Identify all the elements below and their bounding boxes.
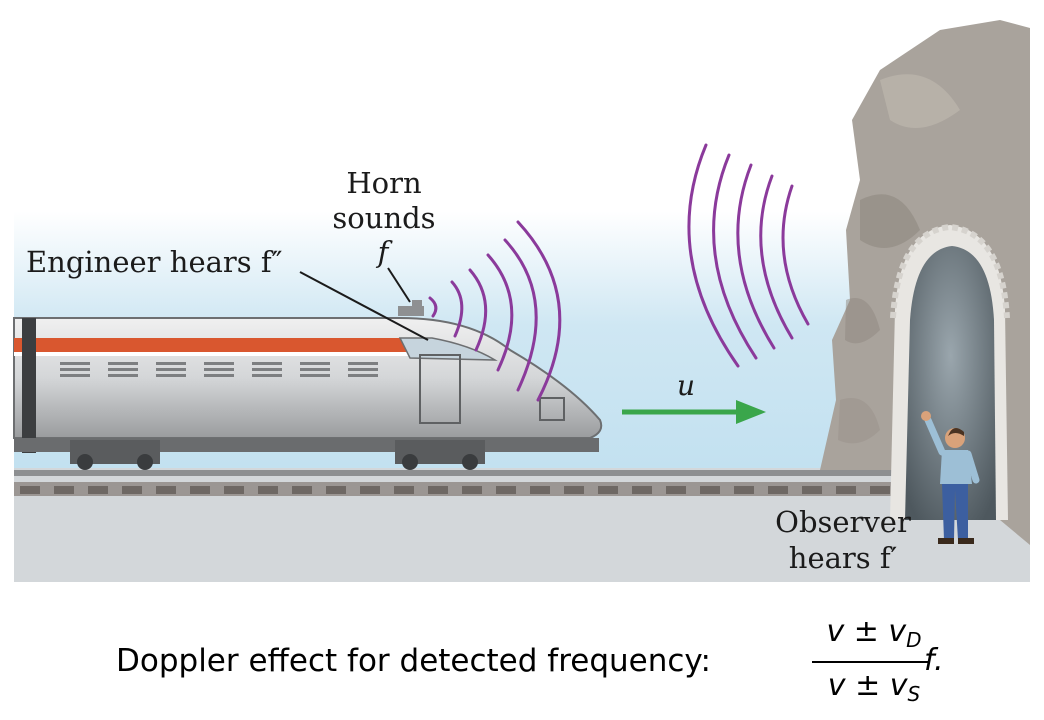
label-observer-hears: hears f′ (789, 541, 897, 575)
label-engineer-hears: Engineer hears f″ (26, 245, 283, 279)
track-tie (258, 486, 278, 494)
track-tie (802, 486, 822, 494)
formula-fraction-bar (812, 661, 930, 663)
window-slat (204, 368, 234, 371)
emitted-sound-waves (428, 220, 562, 402)
window-slat (348, 368, 378, 371)
velocity-arrow (622, 400, 766, 424)
tunnel (890, 223, 1010, 520)
window-slat (252, 368, 282, 371)
track-tie (428, 486, 448, 494)
train-windows (60, 362, 378, 377)
horn-pointer-line (387, 267, 411, 303)
train-bogie (70, 440, 485, 470)
track-tie (224, 486, 244, 494)
window-slat (60, 362, 90, 365)
window-slat (108, 374, 138, 377)
track-tie (734, 486, 754, 494)
track-tie (700, 486, 720, 494)
track-tie (88, 486, 108, 494)
track-tie (632, 486, 652, 494)
window-slat (156, 368, 186, 371)
window-slat (300, 374, 330, 377)
doppler-formula: v ± vD v ± vS f. (806, 608, 1006, 718)
track-tie (190, 486, 210, 494)
track-tie (530, 486, 550, 494)
track-tie (836, 486, 856, 494)
observer-person (921, 411, 980, 544)
track-tie (564, 486, 584, 494)
railroad-track (14, 482, 1030, 496)
window-slat (204, 362, 234, 365)
window-slat (252, 362, 282, 365)
track-tie (156, 486, 176, 494)
window-slat (252, 374, 282, 377)
track-tie (20, 486, 40, 494)
track-tie (462, 486, 482, 494)
reflected-sound-waves (687, 143, 810, 368)
formula-denominator: v ± vS (827, 668, 921, 706)
track-tie (292, 486, 312, 494)
track-tie (54, 486, 74, 494)
window-slat (108, 368, 138, 371)
window-slat (156, 374, 186, 377)
caption-text: Doppler effect for detected frequency: (116, 643, 711, 679)
track-tie (360, 486, 380, 494)
formula-numerator: v ± vD (826, 614, 922, 652)
window-slat (348, 362, 378, 365)
track-tie (122, 486, 142, 494)
window-slat (204, 374, 234, 377)
track-tie (598, 486, 618, 494)
high-speed-train (13, 300, 603, 470)
label-velocity: u (677, 369, 695, 402)
window-slat (108, 362, 138, 365)
window-slat (156, 362, 186, 365)
label-horn: Horn (346, 166, 421, 200)
window-slat (60, 374, 90, 377)
engineer-pointer-line (299, 271, 429, 341)
window-slat (300, 362, 330, 365)
track-tie (870, 486, 890, 494)
track-tie (326, 486, 346, 494)
track-tie (496, 486, 516, 494)
track-tie (666, 486, 686, 494)
window-slat (300, 368, 330, 371)
doppler-illustration: Horn sounds f Engineer hears f″ u Observ… (13, 12, 1030, 582)
window-slat (60, 368, 90, 371)
formula-factor: f. (924, 643, 944, 678)
track-tie (768, 486, 788, 494)
label-sounds: sounds (332, 201, 435, 235)
label-observer: Observer (775, 505, 911, 539)
window-slat (348, 374, 378, 377)
track-tie (394, 486, 414, 494)
